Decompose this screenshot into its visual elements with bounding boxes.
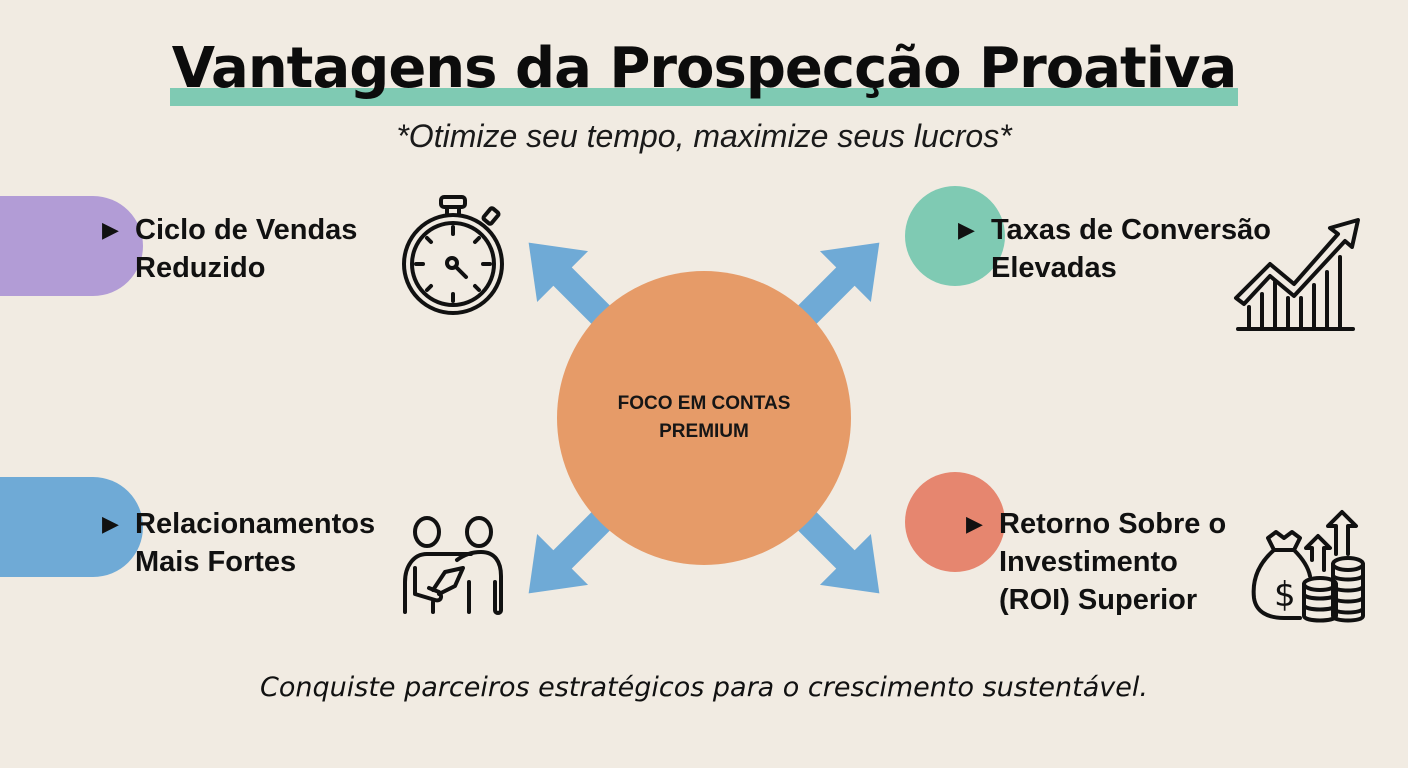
svg-text:$: $ (1274, 575, 1296, 615)
item-label-line1: Taxas de Conversão (991, 214, 1271, 246)
item-label-line1: Ciclo de Vendas (135, 214, 358, 246)
center-focus-circle: FOCO EM CONTAS PREMIUM (557, 271, 851, 565)
bullet-icon: ▶ (102, 511, 119, 536)
center-label-line1: FOCO EM CONTAS (617, 393, 791, 414)
item-label-line1: Retorno Sobre o (999, 508, 1227, 540)
title-underline-bar (170, 88, 1238, 106)
accent-pill-purple (0, 196, 143, 296)
accent-circle-teal (905, 186, 1005, 286)
item-label-line3: (ROI) Superior (999, 584, 1198, 616)
title-container: Vantagens da Prospecção Proativa (0, 30, 1408, 108)
page-title: Vantagens da Prospecção Proativa (171, 36, 1237, 101)
item-label-line2: Mais Fortes (135, 546, 297, 578)
growth-chart-icon (1234, 218, 1360, 331)
page-subtitle: *Otimize seu tempo, maximize seus lucros… (396, 118, 1012, 154)
center-label-line2: PREMIUM (659, 421, 749, 442)
item-label-line1: Relacionamentos (135, 508, 376, 540)
item-label-line2: Reduzido (135, 252, 266, 284)
bullet-icon: ▶ (102, 217, 119, 242)
bullet-icon: ▶ (958, 217, 975, 242)
item-label-line2: Elevadas (991, 252, 1117, 284)
handshake-people-icon (403, 516, 503, 615)
footer-tagline: Conquiste parceiros estratégicos para o … (260, 672, 1148, 703)
accent-pill-blue (0, 477, 143, 577)
accent-circle-coral (905, 472, 1005, 572)
money-bag-coins-icon: $ (1251, 510, 1365, 623)
bullet-icon: ▶ (966, 511, 983, 536)
stopwatch-icon (402, 195, 504, 315)
item-label-line2: Investimento (999, 546, 1178, 578)
